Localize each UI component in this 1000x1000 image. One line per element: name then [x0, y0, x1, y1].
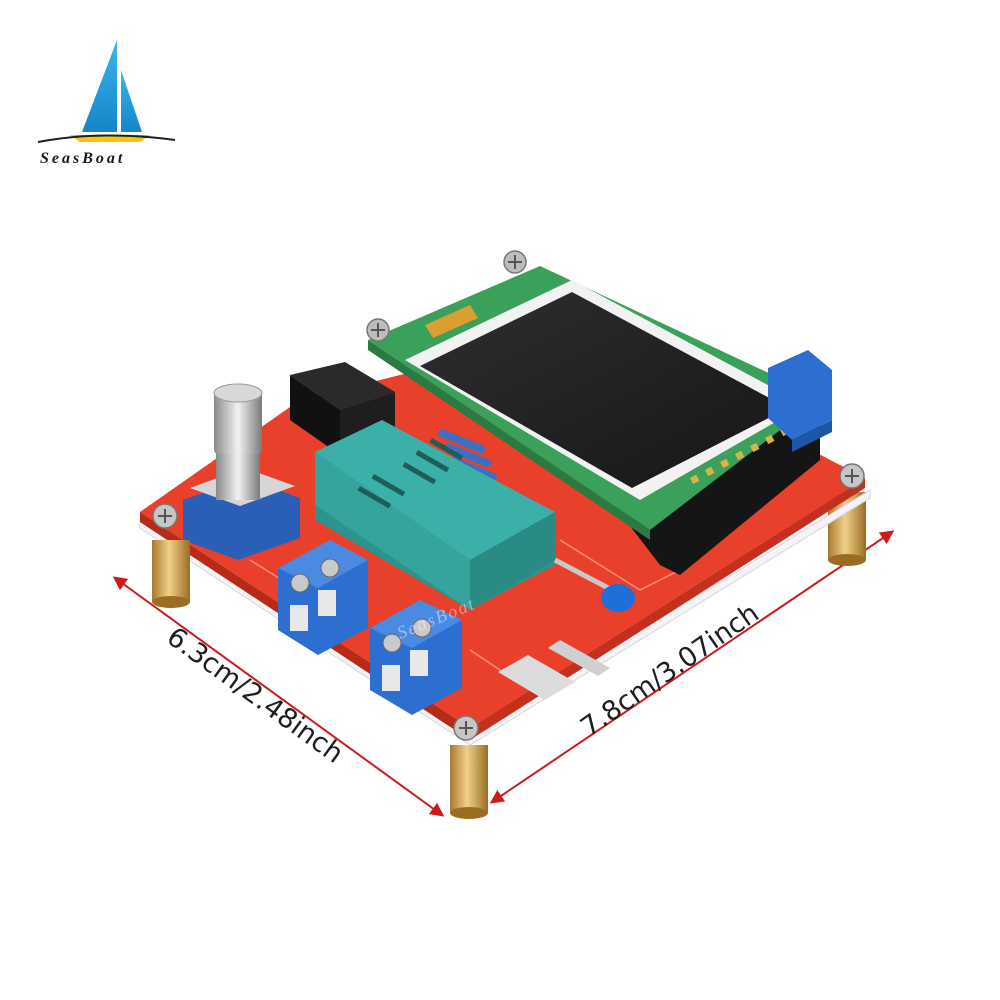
lcd-screws — [366, 250, 527, 342]
terminal-block-left — [278, 540, 368, 655]
rotary-encoder — [183, 383, 300, 560]
board-screws — [152, 463, 865, 741]
brand-logo — [37, 40, 176, 143]
dimension-arrow-depth — [489, 530, 895, 804]
pcb-test-pads — [498, 640, 610, 700]
logo-sail-main — [82, 40, 117, 132]
brand-name: SeasBoat — [40, 150, 126, 167]
zif-socket-top — [315, 420, 555, 560]
logo-wave — [37, 134, 176, 143]
dimension-arrow-width — [112, 576, 445, 817]
terminal-block-center — [370, 600, 462, 715]
logo-sail-small — [121, 70, 142, 132]
lever-knob — [601, 584, 635, 612]
standoff-front-center — [450, 745, 488, 819]
standoff-front-left — [152, 540, 190, 608]
terminal-block-right — [768, 350, 832, 452]
lcd-module — [368, 266, 822, 575]
zif-socket — [315, 420, 614, 610]
lcd-screen — [420, 292, 788, 488]
